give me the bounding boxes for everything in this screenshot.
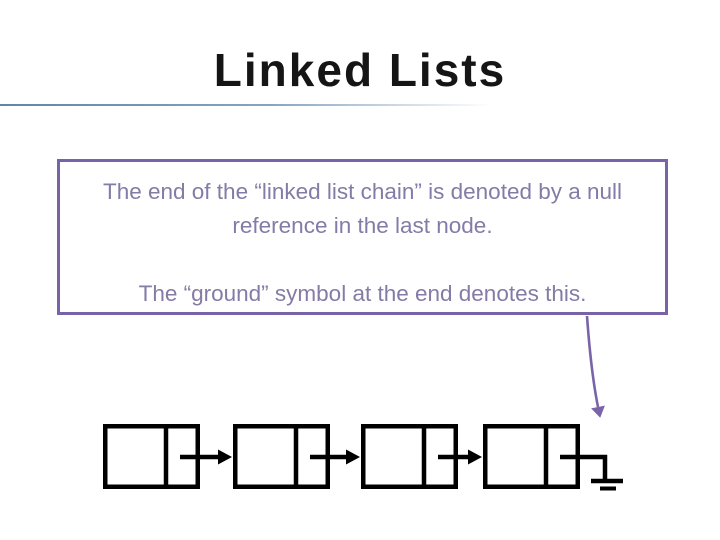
annotation-arrowhead (591, 406, 605, 418)
null-pointer-line (560, 457, 605, 481)
pointer-arrow-2 (310, 450, 360, 465)
pointer-arrow-3 (438, 450, 482, 465)
pointer-arrow-1 (180, 450, 232, 465)
pointer-arrowhead (468, 450, 482, 465)
annotation-arrow-line (587, 316, 598, 407)
annotation-arrow (587, 316, 605, 418)
pointer-arrowhead (346, 450, 360, 465)
ground-symbol (560, 457, 623, 489)
pointer-arrowhead (218, 450, 232, 465)
